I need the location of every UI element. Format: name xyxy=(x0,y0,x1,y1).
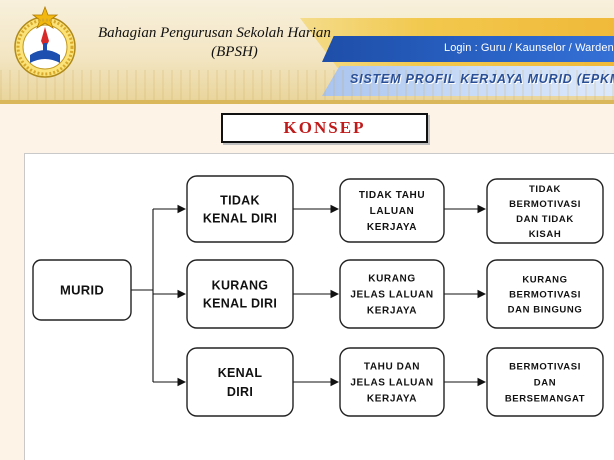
banner-stripes xyxy=(0,70,614,100)
diagram-node-label: BERMOTIVASI xyxy=(509,289,581,300)
diagram-node-box xyxy=(186,259,294,329)
diagram-node-label: KERJAYA xyxy=(367,394,417,405)
diagram-node-box xyxy=(486,178,604,244)
diagram-node-label: DAN BINGUNG xyxy=(508,304,583,315)
diagram-node-label: LALUAN xyxy=(370,206,415,217)
diagram-node-box xyxy=(339,259,445,329)
page-title-box: KONSEP xyxy=(221,113,428,143)
org-name-line1: Bahagian Pengurusan Sekolah Harian xyxy=(98,25,331,41)
diagram-connectors xyxy=(131,204,487,387)
diagram-node-label: DAN xyxy=(534,377,556,388)
diagram-node-box xyxy=(339,347,445,417)
diagram-node-tbtk: TIDAK BERMOTIVASI DAN TIDAK KISAH xyxy=(486,178,604,244)
diagram-node-kkd: KURANG KENAL DIRI xyxy=(186,259,294,329)
diagram-node-box xyxy=(186,175,294,243)
diagram-node-bdb: BERMOTIVASI DAN BERSEMANGAT xyxy=(486,347,604,417)
diagram-node-ttll: TIDAK TAHU LALUAN KERJAYA xyxy=(339,178,445,243)
diagram-node-label: KURANG xyxy=(522,274,567,285)
diagram-node-label: BERMOTIVASI xyxy=(509,361,581,372)
diagram-node-label: TAHU DAN xyxy=(364,362,420,373)
diagram-node-tjll: TAHU DAN JELAS LALUAN KERJAYA xyxy=(339,347,445,417)
diagram-node-label: BERMOTIVASI xyxy=(509,199,581,210)
login-roles-text: Login : Guru / Kaunselor / Warden xyxy=(444,42,614,54)
banner-title-band xyxy=(322,66,614,96)
diagram-node-label: BERSEMANGAT xyxy=(505,393,585,404)
page-title: KONSEP xyxy=(283,118,366,137)
diagram-node-label: MURID xyxy=(60,283,104,298)
diagram-node-box xyxy=(486,259,604,329)
diagram-node-label: JELAS LALUAN xyxy=(350,378,433,389)
diagram-node-label: TIDAK TAHU xyxy=(359,190,425,201)
diagram-node-label: DAN TIDAK xyxy=(516,214,574,225)
diagram-node-label: KENAL DIRI xyxy=(203,212,277,226)
diagram-node-box xyxy=(186,347,294,417)
diagram-node-label: KENAL xyxy=(218,366,263,380)
diagram-node-kbb: KURANG BERMOTIVASI DAN BINGUNG xyxy=(486,259,604,329)
org-name-line2: (BPSH) xyxy=(211,44,258,60)
diagram-node-label: TIDAK xyxy=(220,194,260,208)
diagram-node-box xyxy=(486,347,604,417)
diagram-node-kjll: KURANG JELAS LALUAN KERJAYA xyxy=(339,259,445,329)
system-title: SISTEM PROFIL KERJAYA MURID (EPKM) xyxy=(350,72,614,86)
org-name: Bahagian Pengurusan Sekolah Harian (BPSH… xyxy=(98,24,331,62)
diagram-node-label: KISAH xyxy=(529,229,562,240)
diagram-node-kd: KENAL DIRI xyxy=(186,347,294,417)
diagram-node-label: KURANG xyxy=(212,279,269,293)
diagram-node-label: DIRI xyxy=(227,385,253,399)
diagram-node-tkd: TIDAK KENAL DIRI xyxy=(186,175,294,243)
diagram-node-label: KURANG xyxy=(368,274,416,285)
diagram-node-box xyxy=(339,178,445,243)
diagram-node-label: TIDAK xyxy=(529,184,561,195)
banner-blue-band xyxy=(322,36,614,62)
diagram-node-label: JELAS LALUAN xyxy=(350,290,433,301)
header-banner: Bahagian Pengurusan Sekolah Harian (BPSH… xyxy=(0,0,614,104)
diagram-node-label: KERJAYA xyxy=(367,222,417,233)
diagram-node-box xyxy=(32,259,132,321)
diagram-node-label: KERJAYA xyxy=(367,306,417,317)
kpm-crest-icon xyxy=(14,5,76,78)
diagram-node-root: MURID xyxy=(32,259,132,321)
diagram-node-label: KENAL DIRI xyxy=(203,297,277,311)
